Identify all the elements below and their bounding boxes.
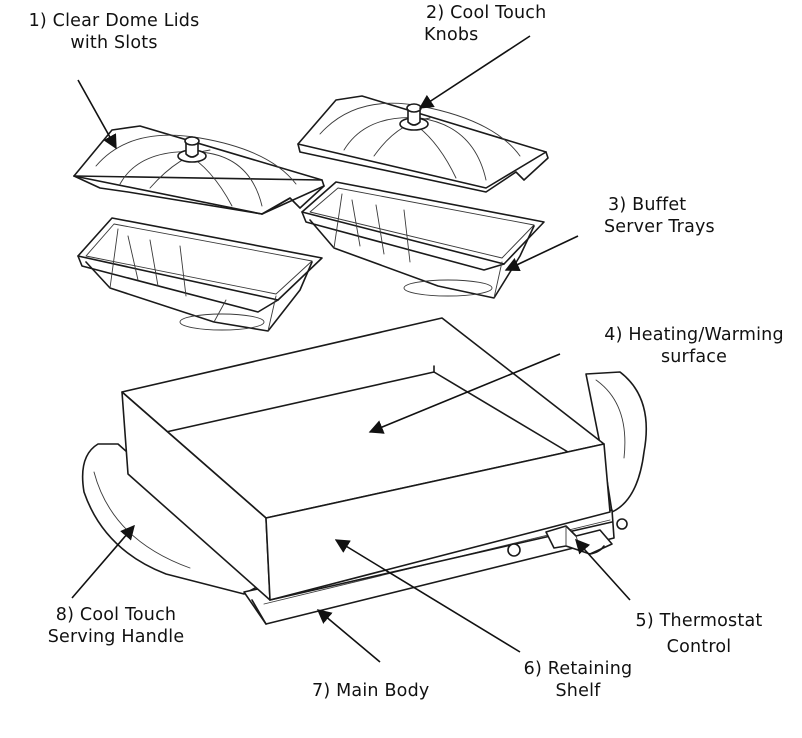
arrow-surface: [368, 353, 561, 434]
label-server-trays: 3) Buffet Server Trays: [604, 194, 715, 238]
label-trays-line2: Server Trays: [604, 217, 715, 237]
label-surface-line2: surface: [660, 347, 728, 367]
label-main-body: 7) Main Body: [312, 680, 429, 702]
arrow-lids: [77, 79, 117, 150]
label-handle-line1: 8) Cool Touch: [55, 605, 177, 625]
arrow-shelf: [334, 539, 521, 653]
label-heating-surface: 4) Heating/Warming surface: [588, 324, 800, 368]
label-dome-lids-line2: with Slots: [70, 33, 158, 53]
label-body-line1: 7) Main Body: [312, 681, 430, 701]
label-serving-handle: 8) Cool Touch Serving Handle: [36, 604, 196, 648]
label-thermostat-line2: Control: [666, 637, 732, 657]
label-shelf-line1: 6) Retaining: [523, 659, 633, 679]
label-dome-lids-line1: 1) Clear Dome Lids: [28, 11, 200, 31]
arrow-thermostat: [575, 538, 631, 601]
warming-tray-body: [81, 317, 648, 625]
label-knobs-line2: Knobs: [424, 25, 479, 45]
label-thermostat-line1: 5) Thermostat: [635, 611, 763, 631]
label-knobs-line1: 2) Cool Touch: [426, 3, 547, 23]
label-cool-touch-knobs: 2) Cool Touch Knobs: [424, 2, 546, 46]
arrow-handle: [71, 524, 135, 599]
label-surface-line1: 4) Heating/Warming: [604, 325, 784, 345]
left-server-tray: [77, 217, 323, 332]
label-retaining-shelf: 6) Retaining Shelf: [514, 658, 642, 702]
right-server-tray: [301, 181, 545, 299]
label-thermostat-control: 5) Thermostat Control: [624, 610, 774, 658]
label-dome-lids: 1) Clear Dome Lids with Slots: [16, 10, 212, 54]
arrow-knobs: [418, 35, 531, 109]
arrow-trays: [504, 235, 579, 271]
label-trays-line1: 3) Buffet: [608, 195, 687, 215]
label-handle-line2: Serving Handle: [47, 627, 185, 647]
label-shelf-line2: Shelf: [555, 681, 601, 701]
left-dome-lid: [73, 125, 325, 215]
right-dome-lid: [297, 95, 549, 193]
arrow-body: [316, 609, 381, 663]
